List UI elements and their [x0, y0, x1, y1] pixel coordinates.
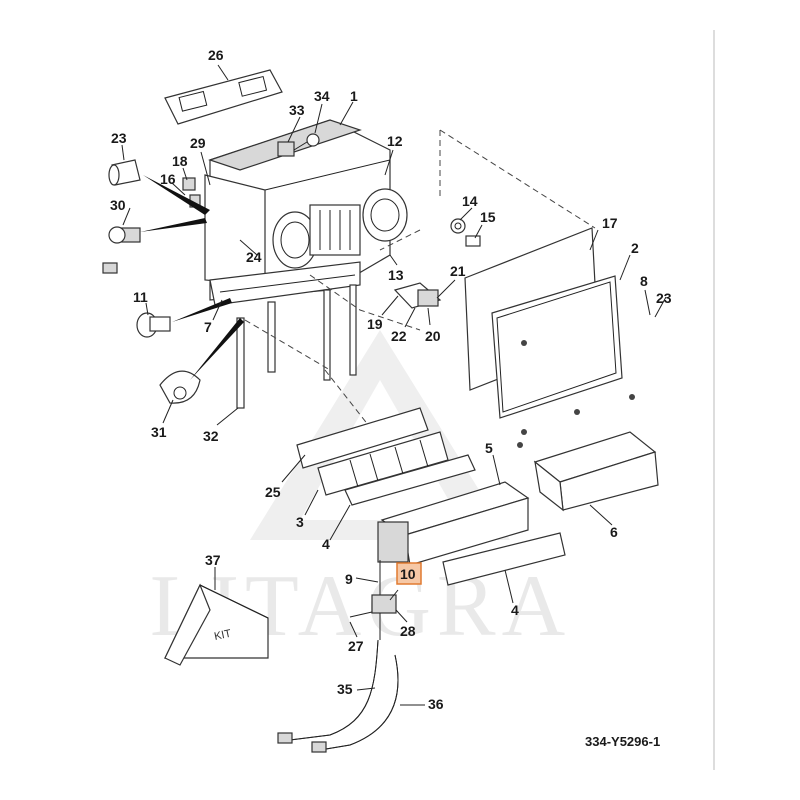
callout-16: 16: [160, 171, 176, 187]
callout-22: 22: [391, 328, 407, 344]
callout-7: 7: [204, 319, 212, 335]
callout-1: 1: [350, 88, 358, 104]
callout-26: 26: [208, 47, 224, 63]
kit-bag: KIT: [164, 583, 269, 666]
small-fasteners: [102, 159, 201, 338]
callout-37: 37: [205, 552, 221, 568]
callout-11: 11: [133, 289, 148, 305]
callout-14: 14: [462, 193, 478, 209]
leader-lines: [121, 64, 667, 706]
callout-29: 29: [190, 135, 206, 151]
callout-4: 4: [322, 536, 330, 552]
callout-31: 31: [151, 424, 167, 440]
panel-screws: [517, 340, 635, 448]
mounting-bracket: [393, 282, 442, 309]
callout-19: 19: [367, 316, 383, 332]
air-duct: [533, 431, 659, 512]
callout-23-right: 23: [656, 290, 672, 306]
assembly-guide-lines: [244, 129, 596, 441]
support-legs: [236, 284, 357, 409]
callout-20: 20: [425, 328, 441, 344]
callout-34: 34: [314, 88, 330, 104]
callout-3: 3: [296, 514, 304, 530]
callout-6: 6: [610, 524, 618, 540]
callout-labels: 1 2 3 4 4 5 6 7 8 9 10 11 12 13 14 15 16…: [110, 47, 672, 712]
callout-18: 18: [172, 153, 188, 169]
callout-10-highlight: [396, 562, 422, 585]
pointer-wedges: [140, 175, 244, 380]
gasket-part: [164, 69, 283, 125]
connector-part: [277, 133, 320, 157]
callout-25: 25: [265, 484, 281, 500]
callout-9: 9: [345, 571, 353, 587]
callout-27: 27: [348, 638, 364, 654]
callout-10: 10: [400, 566, 416, 582]
callout-5: 5: [485, 440, 493, 456]
callout-35: 35: [337, 681, 353, 697]
blower-assembly: [272, 188, 408, 269]
hose-assembly: [277, 639, 399, 753]
callout-2: 2: [631, 240, 639, 256]
callout-15: 15: [480, 209, 496, 225]
callout-8: 8: [640, 273, 648, 289]
callout-13: 13: [388, 267, 404, 283]
callout-4b: 4: [511, 602, 519, 618]
callout-33: 33: [289, 102, 305, 118]
callout-30: 30: [110, 197, 126, 213]
heater-core: [377, 481, 566, 586]
callout-32: 32: [203, 428, 219, 444]
callout-28: 28: [400, 623, 416, 639]
callout-36: 36: [428, 696, 444, 712]
kit-label: KIT: [213, 628, 233, 643]
callout-17: 17: [602, 215, 618, 231]
filter-panel: [491, 275, 623, 419]
callout-23-left: 23: [111, 130, 127, 146]
reference-code: 334-Y5296-1: [585, 734, 660, 749]
screw-washer: [450, 218, 481, 247]
hose-clamp: [159, 370, 201, 404]
callout-12: 12: [387, 133, 403, 149]
callout-21: 21: [450, 263, 466, 279]
callout-24: 24: [246, 249, 262, 265]
